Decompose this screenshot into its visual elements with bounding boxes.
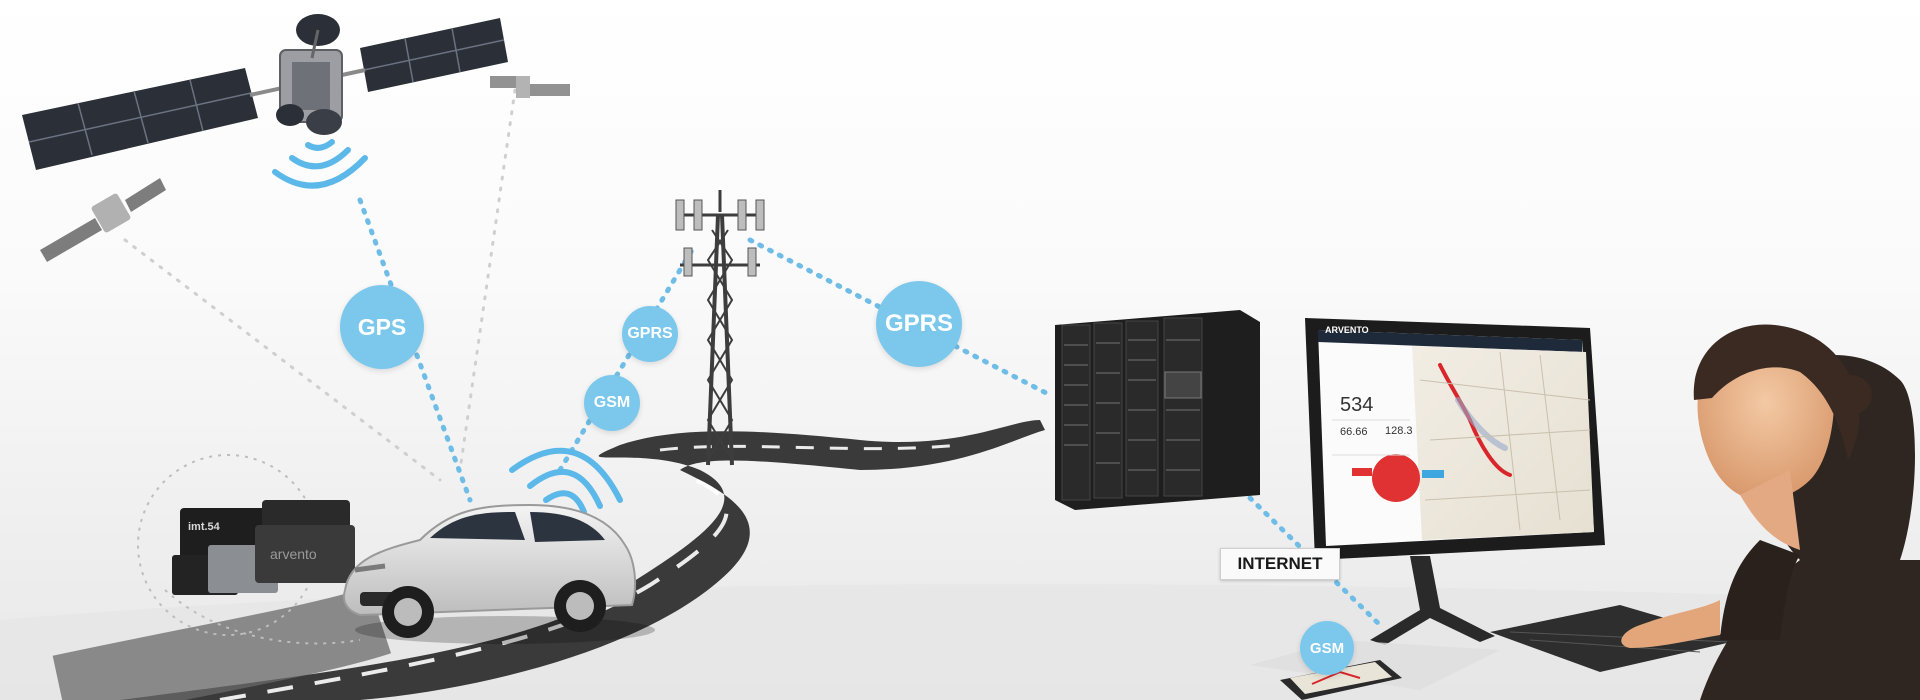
gprs-server-bubble: GPRS	[876, 281, 962, 367]
device-label-brand: arvento	[270, 546, 317, 562]
satellite-icon-small	[490, 76, 570, 98]
device-label-imt: imt.54	[188, 521, 220, 533]
dashboard-stat-b: 128.3	[1385, 425, 1413, 437]
signal-wave-icon	[272, 139, 368, 189]
gps-label-bubble: GPS	[340, 285, 424, 369]
gsm-tower-bubble: GSM	[584, 375, 640, 431]
dashboard-stat-a: 66.66	[1340, 426, 1368, 438]
signal-wave-icon	[509, 447, 623, 515]
internet-label: INTERNET	[1220, 548, 1340, 580]
server-rack-icon	[1055, 310, 1260, 510]
link-satellite-car	[357, 197, 473, 503]
satellite-icon	[22, 14, 508, 170]
gprs-tower-bubble: GPRS	[622, 306, 678, 362]
person-illustration	[1621, 324, 1920, 700]
tracking-device-icon	[137, 454, 361, 645]
dashboard-brand: ARVENTO	[1325, 325, 1369, 335]
dashboard-stat-main: 534	[1340, 394, 1374, 416]
gsm-phone-bubble: GSM	[1300, 621, 1354, 675]
cell-tower-icon	[675, 190, 765, 466]
map-route	[1438, 363, 1512, 477]
link-car-tower	[557, 242, 698, 473]
smartphone-icon	[1280, 660, 1402, 700]
monitor-icon	[1305, 318, 1605, 645]
dashboard-pie	[1372, 454, 1420, 502]
car-icon	[342, 503, 655, 644]
satellite-icon-small	[40, 178, 166, 262]
map-roads	[1419, 351, 1591, 531]
faint-link-lines	[123, 88, 517, 482]
hand	[1621, 600, 1720, 648]
road	[52, 420, 1045, 700]
